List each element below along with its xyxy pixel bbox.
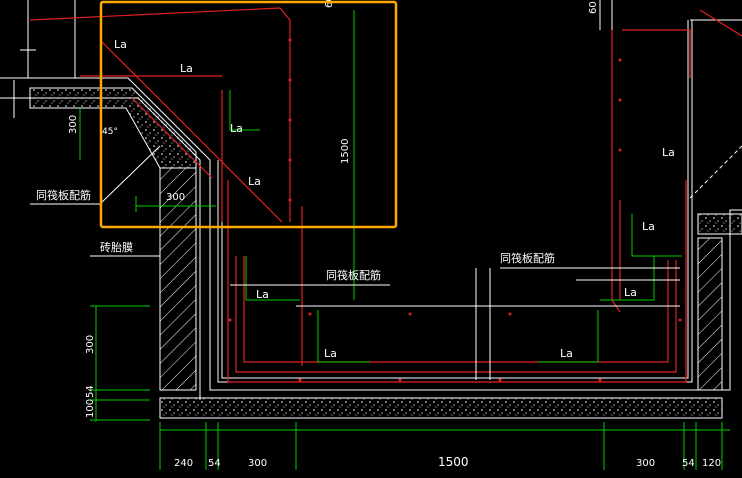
rebar <box>29 7 742 383</box>
dim-60-right: 60 <box>588 1 599 14</box>
dim-300-v: 300 <box>85 335 96 354</box>
dimension-texts: 240 54 300 1500 300 54 120 300 300 54 10… <box>68 0 721 469</box>
la-label: La <box>642 220 655 233</box>
la-label: La <box>624 286 637 299</box>
brick-mold-label: 砖胎膜 <box>100 240 133 254</box>
rebar-dots <box>228 38 682 382</box>
la-labels: La La La La La La La La La La <box>114 38 675 360</box>
la-label: La <box>180 62 193 75</box>
la-label: La <box>114 38 127 51</box>
la-label: La <box>248 175 261 188</box>
dim-300-haunch: 300 <box>166 192 185 203</box>
dim-100-v: 100 <box>85 399 96 418</box>
anchorage-hooks <box>229 90 682 363</box>
dim-300-left: 300 <box>248 458 267 469</box>
la-label: La <box>230 122 243 135</box>
degree-label: 45° <box>102 127 118 137</box>
annotation-leaders <box>13 49 680 380</box>
la-label: La <box>324 347 337 360</box>
bottom-gravel <box>159 397 723 419</box>
dim-54-left: 54 <box>208 458 221 469</box>
dim-1500: 1500 <box>438 455 469 469</box>
right-slope-line <box>689 145 742 199</box>
la-label: La <box>560 347 573 360</box>
right-brick-mold <box>697 237 723 391</box>
same-slab-rebar-label: 同筏板配筋 <box>500 251 555 265</box>
dim-60-left: 60 <box>324 0 335 8</box>
dim-300-left-v: 300 <box>68 115 79 134</box>
dim-54-right: 54 <box>682 458 695 469</box>
dim-120: 120 <box>702 458 721 469</box>
right-slab-gravel <box>697 213 742 235</box>
dimension-lines <box>79 10 730 470</box>
dim-240: 240 <box>174 458 193 469</box>
dim-300-right: 300 <box>636 458 655 469</box>
cn-labels: 同筏板配筋 同筏板配筋 同筏板配筋 砖胎膜 45° <box>36 127 555 282</box>
wall-outlines <box>0 0 742 400</box>
la-label: La <box>256 288 269 301</box>
la-label: La <box>662 146 675 159</box>
selection-box[interactable] <box>99 0 398 229</box>
dim-54-v: 54 <box>85 385 96 398</box>
same-slab-rebar-label: 同筏板配筋 <box>326 268 381 282</box>
same-slab-rebar-label: 同筏板配筋 <box>36 188 91 202</box>
dim-1500-v: 1500 <box>340 139 351 164</box>
left-brick-mold <box>159 167 197 391</box>
